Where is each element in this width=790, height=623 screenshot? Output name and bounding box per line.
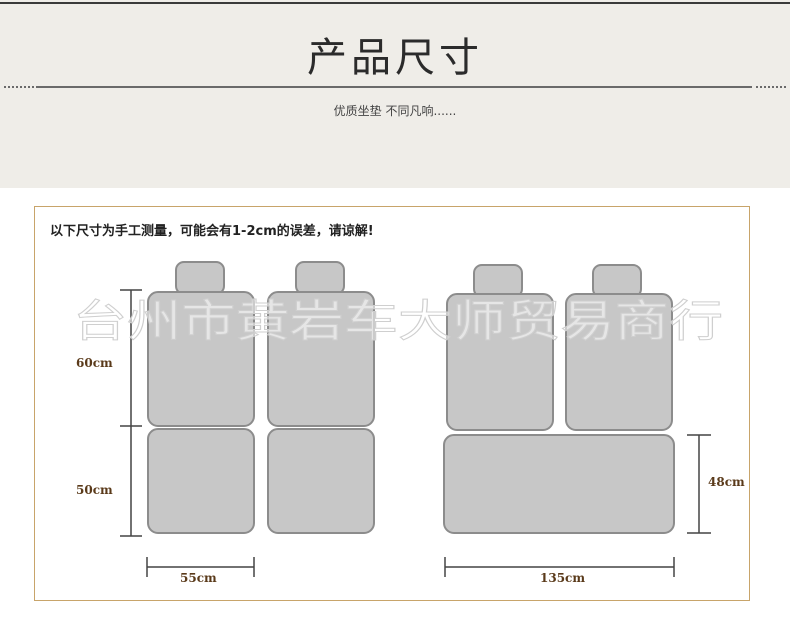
rear-back-right <box>565 293 673 431</box>
watermark-text: 台州市黄岩车大师贸易商行 <box>73 296 723 347</box>
rear-bench <box>443 434 675 534</box>
seat-base-left <box>147 428 255 534</box>
page-subtitle: 优质坐垫 不同凡响...... <box>333 104 457 118</box>
dim-label-rear-height: 48cm <box>708 475 745 489</box>
dim-label-seat-width: 55cm <box>180 571 217 585</box>
seat-back-right <box>267 291 375 427</box>
page-title: 产品尺寸 <box>307 35 483 81</box>
dotted-rule-left <box>4 86 34 88</box>
dim-label-rear-width: 135cm <box>540 571 585 585</box>
measurement-note: 以下尺寸为手工测量，可能会有1-2cm的误差，请谅解! <box>50 224 374 239</box>
dim-label-seat-height: 50cm <box>76 483 113 497</box>
seat-base-right <box>267 428 375 534</box>
top-rule <box>0 2 790 4</box>
headrest-left <box>175 261 225 295</box>
rear-headrest-left <box>473 264 523 298</box>
header-band: 产品尺寸 优质坐垫 不同凡响...... <box>0 0 790 188</box>
dim-label-back-height: 60cm <box>76 356 113 370</box>
seat-back-left <box>147 291 255 427</box>
title-rule <box>36 86 752 88</box>
rear-headrest-right <box>592 264 642 298</box>
dotted-rule-right <box>756 86 786 88</box>
rear-back-left <box>446 293 554 431</box>
headrest-right <box>295 261 345 295</box>
